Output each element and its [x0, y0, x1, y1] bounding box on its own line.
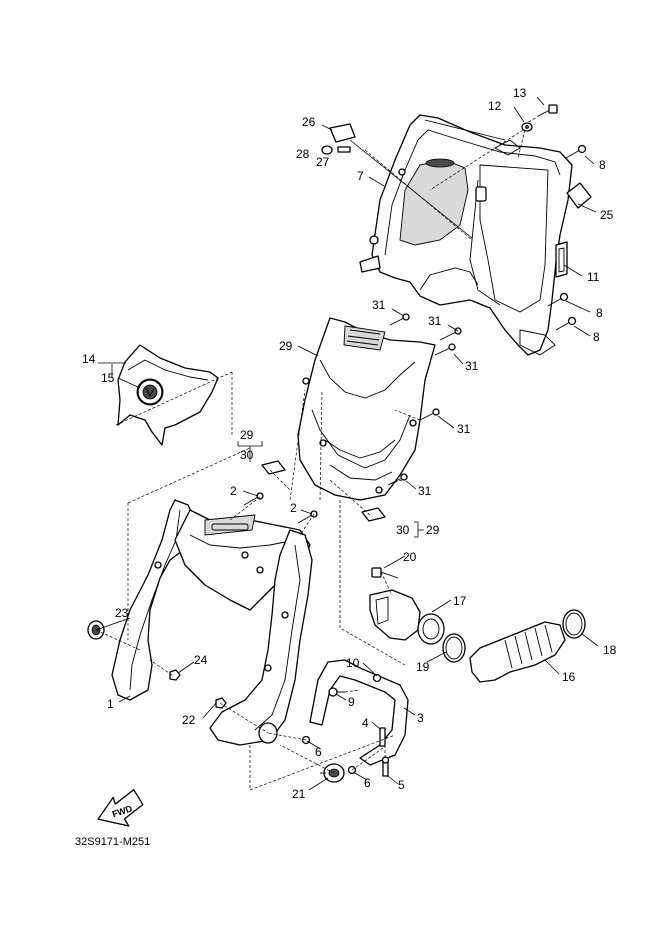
label-part-25 — [566, 182, 592, 209]
clamp-part-18 — [562, 609, 586, 639]
callout-31-a: 31 — [372, 298, 386, 312]
callout-16: 16 — [562, 670, 576, 684]
callout-24: 24 — [194, 653, 208, 667]
callout-31-b: 31 — [428, 314, 442, 328]
callout-4: 4 — [362, 716, 369, 730]
callout-23: 23 — [115, 606, 129, 620]
item-part-27 — [337, 146, 351, 153]
callout-6-right: 6 — [364, 776, 371, 790]
callout-18: 18 — [603, 643, 617, 657]
callout-10: 10 — [346, 656, 360, 670]
screw-part-8-mid — [547, 292, 569, 307]
callout-14: 14 — [82, 352, 96, 366]
callout-2-left: 2 — [230, 484, 237, 498]
callout-21: 21 — [292, 787, 306, 801]
callout-11: 11 — [587, 270, 600, 284]
callout-15: 15 — [101, 371, 115, 385]
label-part-11 — [555, 241, 568, 278]
callout-13: 13 — [513, 86, 527, 100]
callout-12: 12 — [488, 99, 502, 113]
dashed-guides — [95, 112, 545, 791]
callout-29-upper: 29 — [240, 428, 254, 442]
screw-part-8-low — [555, 316, 577, 331]
inner-panel-part-29 — [297, 317, 436, 501]
pin-part-4 — [379, 727, 386, 747]
nut-part-10 — [372, 673, 382, 683]
clip-part-30-lower — [361, 507, 386, 522]
label-part-26 — [329, 123, 356, 143]
callout-9: 9 — [348, 695, 355, 709]
emblem-part-15 — [136, 378, 164, 406]
duct-part-16 — [469, 621, 566, 683]
cap-part-21 — [320, 763, 345, 783]
callout-20: 20 — [403, 550, 417, 564]
screw-part-31-b — [439, 327, 462, 341]
callouts: 13 12 26 28 27 7 8 25 11 8 8 31 31 31 31… — [82, 86, 617, 801]
callout-28: 28 — [296, 147, 310, 161]
leg-shield-inner-part-7 — [359, 114, 573, 356]
joint-part-17 — [369, 589, 445, 645]
callout-27: 27 — [316, 155, 330, 169]
diagram-code: 32S9171-M251 — [75, 836, 150, 848]
emblem-panel-part-14 — [117, 344, 219, 446]
callout-1: 1 — [107, 697, 114, 711]
callout-8-top: 8 — [599, 158, 606, 172]
nut-part-22 — [215, 697, 227, 709]
front-cover-center — [174, 509, 311, 611]
item-part-28 — [321, 145, 333, 155]
front-panel-right — [209, 529, 313, 746]
callout-17: 17 — [453, 594, 467, 608]
callout-25: 25 — [600, 208, 614, 222]
screw-part-31-a — [389, 313, 410, 326]
callout-31-d: 31 — [457, 422, 471, 436]
washer-part-12 — [521, 122, 533, 132]
callout-29-lower: 29 — [426, 523, 440, 537]
screw-part-31-c — [434, 343, 456, 356]
bolt-part-13 — [537, 104, 558, 117]
callout-7: 7 — [357, 169, 364, 183]
clamp-part-19 — [442, 633, 466, 663]
bolt-part-20 — [371, 567, 399, 579]
screw-part-8-top — [565, 144, 587, 159]
callout-22: 22 — [182, 713, 196, 727]
callout-5: 5 — [398, 778, 405, 792]
screw-part-2-right — [297, 510, 318, 524]
callout-26: 26 — [302, 115, 316, 129]
bracket-part-3 — [309, 659, 409, 766]
callout-31-e: 31 — [418, 484, 432, 498]
callout-30-upper: 30 — [240, 448, 254, 462]
callout-19: 19 — [416, 660, 430, 674]
callout-30-lower: 30 — [396, 523, 410, 537]
screw-part-5 — [381, 756, 390, 777]
callout-31-c: 31 — [465, 359, 479, 373]
callout-6-left: 6 — [315, 745, 322, 759]
callout-8-mid: 8 — [596, 306, 603, 320]
nut-part-24 — [169, 669, 181, 681]
callout-29-panel: 29 — [279, 339, 293, 353]
callout-8-low: 8 — [593, 330, 600, 344]
screw-part-31-d — [419, 408, 440, 421]
callout-3: 3 — [417, 711, 424, 725]
screw-part-9 — [328, 687, 345, 697]
callout-2-right: 2 — [290, 501, 297, 515]
clip-part-30-upper — [261, 460, 286, 475]
fwd-arrow-icon: FWD — [97, 789, 144, 827]
